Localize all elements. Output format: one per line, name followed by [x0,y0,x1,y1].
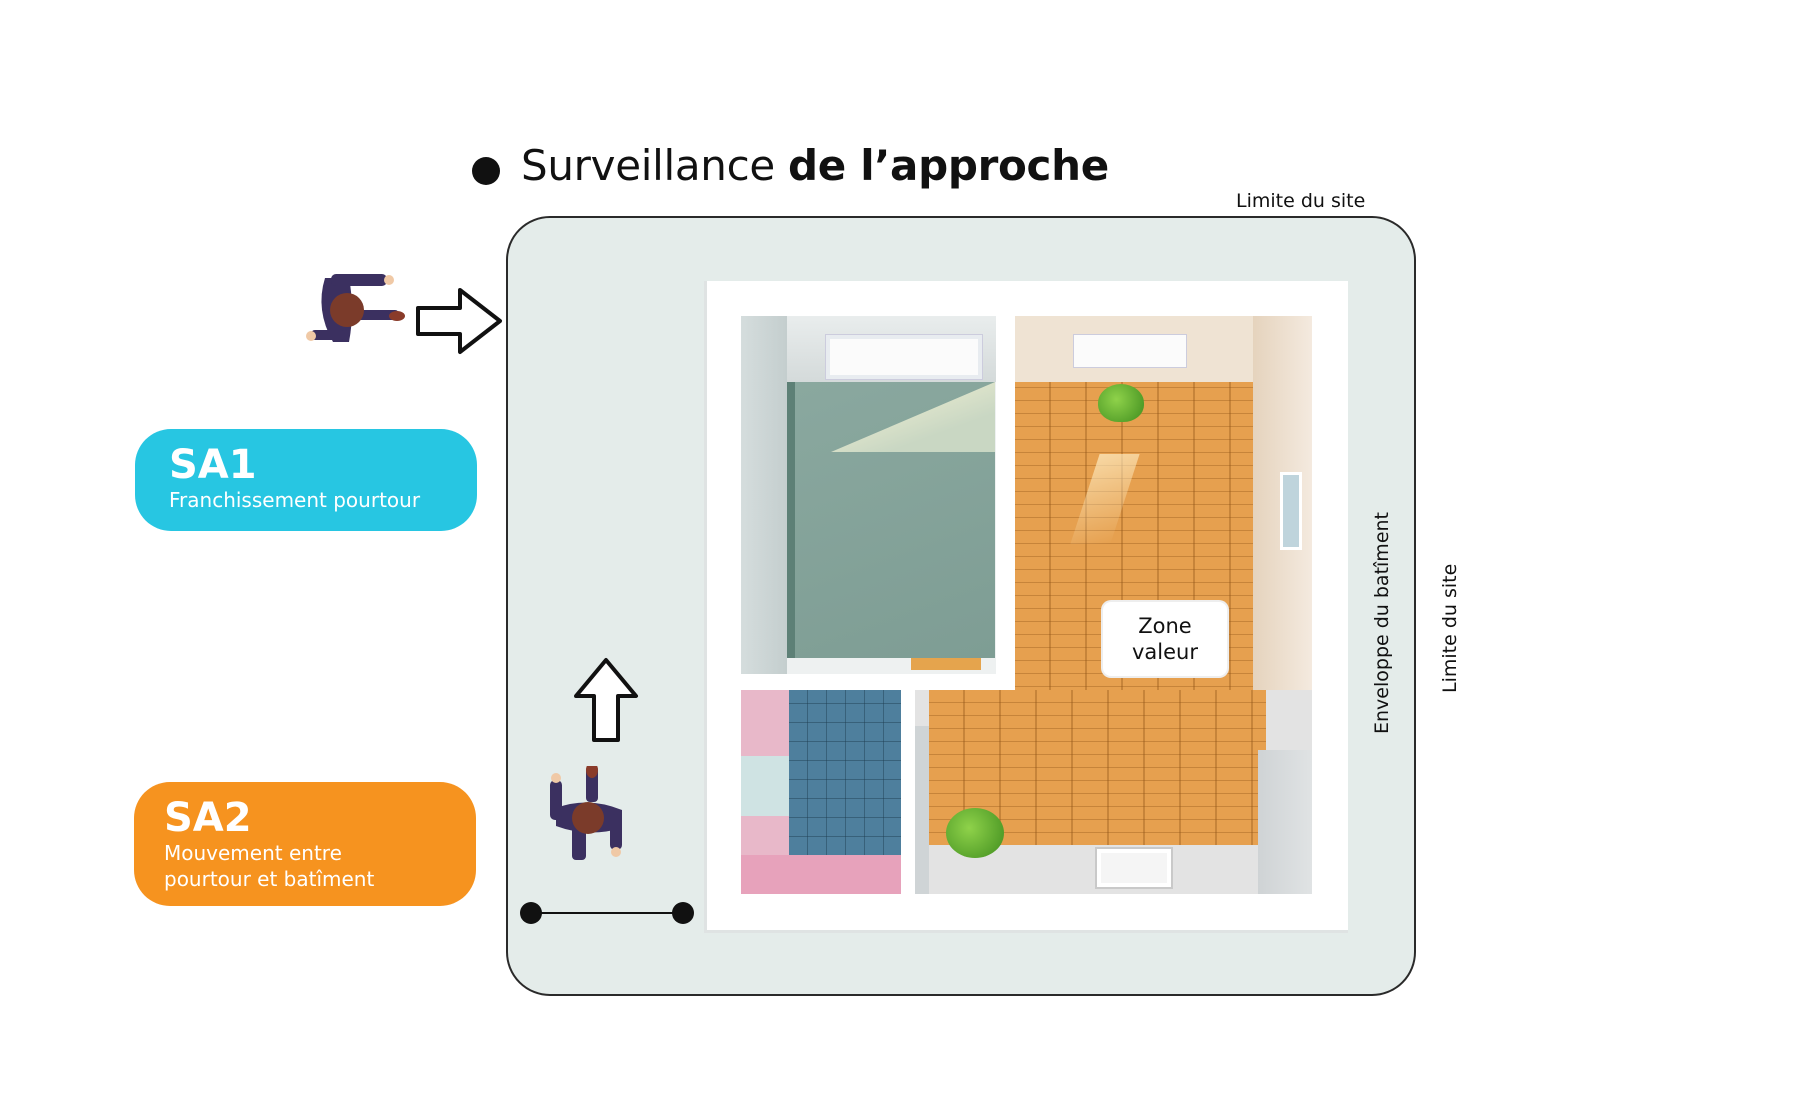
sa1-code: SA1 [169,442,257,488]
room-green [741,316,996,674]
hallway-wall-left [915,726,929,894]
plant-icon [946,808,1004,858]
value-zone-line2: valeur [1132,640,1198,664]
scale-bar-end-left [520,902,542,924]
building-envelope-label: Enveloppe du batîment [1371,512,1393,734]
floor-hatch-icon [1095,847,1173,889]
arrow-right-icon [416,288,502,354]
bathroom-floor [741,855,901,894]
skylight-icon [825,334,983,380]
person-icon [306,274,405,342]
sa2-description-line1: Mouvement entre [164,841,342,865]
sa2-code: SA2 [164,795,252,841]
person-icon [550,766,622,860]
title-light: Surveillance [521,141,775,190]
room-green-stripe [787,382,795,658]
window-icon [1280,472,1302,550]
room-bathroom [741,690,901,894]
title-bold: de l’approche [788,141,1109,190]
hallway-wall-right [1258,750,1312,894]
bathroom-tiles [789,690,901,855]
sa1-badge: SA1 Franchissement pourtour [135,429,477,531]
site-limit-label-right: Limite du site [1439,563,1461,693]
bathroom-mirror [741,756,789,816]
sa1-description: Franchissement pourtour [169,488,421,512]
skylight-icon [1073,334,1187,368]
sa2-badge: SA2 Mouvement entre pourtour et batîment [134,782,476,906]
room-green-wall [741,316,787,674]
scale-bar [531,912,683,914]
site-limit-label-top: Limite du site [1236,190,1366,212]
doormat [911,658,981,670]
scale-bar-end-right [672,902,694,924]
page-title: Surveillance de l’approche [521,140,1109,192]
room-hallway [915,690,1312,894]
arrow-up-icon [574,658,638,742]
sa2-description-line2: pourtour et batîment [164,867,375,891]
plant-icon [1098,384,1144,422]
value-zone-line1: Zone [1138,614,1192,638]
title-bullet [472,157,500,185]
value-zone-label: Zone valeur [1103,602,1227,676]
